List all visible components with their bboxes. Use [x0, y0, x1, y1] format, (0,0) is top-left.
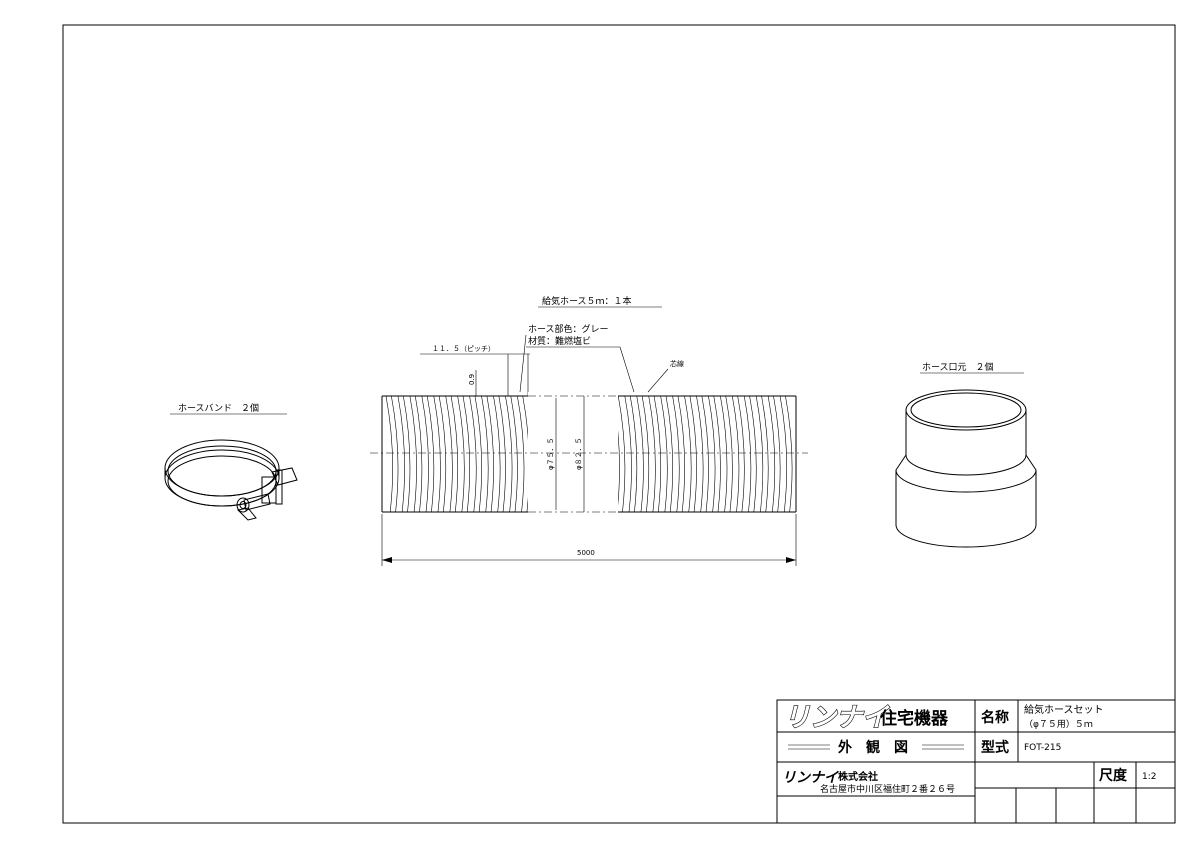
scale-value: 1:2	[1142, 772, 1156, 782]
hose-rib-edge	[510, 395, 518, 513]
hose-rib	[493, 395, 501, 513]
hose-rib	[433, 395, 441, 513]
hose-rib	[755, 395, 764, 513]
hose-rib-edge	[629, 395, 638, 513]
hose-rib-edge	[665, 395, 673, 513]
hose-rib	[457, 395, 465, 513]
hose-small-dim: 0.9	[468, 374, 476, 385]
hose-rib-edge	[725, 395, 733, 513]
hose-rib	[505, 395, 513, 513]
company-logo-small: リンナイ	[782, 770, 839, 786]
hose-core-label: 芯線	[670, 359, 684, 368]
hose-pitch-label: １１．５（ピッチ）	[432, 345, 495, 353]
hose-rib-edge	[426, 395, 435, 513]
hose-material-note: 材質：難燃塩ビ	[528, 335, 591, 347]
hose-length: 5000	[577, 549, 595, 557]
hose-outer-diameter: φ８２．５	[575, 437, 583, 470]
hose-rib-edge	[617, 395, 626, 513]
title-block: リンナイ 住宅機器 外 観 図 リンナイ 株式会社 名古屋市中川区福住町２番２６…	[776, 699, 1176, 824]
company-address: 名古屋市中川区福住町２番２６号	[820, 783, 955, 795]
hose-rib-edge	[653, 395, 662, 513]
hose-rib	[397, 395, 405, 513]
hose-rib-edge	[713, 395, 721, 513]
hose-rib-edge	[641, 395, 650, 513]
hose-mouth-drawing: ホース口元 ２個	[895, 361, 1037, 548]
hose-rib-edge	[414, 395, 423, 513]
hose-rib	[708, 395, 716, 513]
hose-rib-edge	[498, 395, 506, 513]
hose-rib-edge	[438, 395, 447, 513]
hose-rib-edge	[749, 395, 757, 513]
hose-rib	[660, 395, 668, 513]
hose-rib-edge	[761, 395, 769, 513]
hose-rib	[421, 395, 429, 513]
drawing-frame	[62, 24, 1176, 824]
name-value-line1: 給気ホースセット	[1024, 703, 1104, 716]
company-logo: リンナイ	[784, 703, 890, 733]
hose-rib-edge	[689, 395, 697, 513]
hose-rib	[624, 395, 632, 513]
hose-rib	[672, 395, 680, 513]
hose-rib-edge	[773, 395, 781, 513]
hose-rib	[720, 395, 728, 513]
hose-rib-edge	[462, 395, 470, 513]
hose-rib	[481, 395, 489, 513]
hose-inner-diameter: φ７５．５	[547, 437, 555, 470]
hose-rib-edge	[737, 395, 745, 513]
hose-rib-edge	[391, 395, 399, 513]
model-label: 型式	[981, 739, 1009, 756]
hose-rib	[409, 395, 417, 513]
hose-title: 給気ホース５ｍ：１本	[542, 295, 632, 307]
hose-rib	[517, 395, 525, 513]
hose-color-note: ホース部色：グレー	[528, 323, 609, 335]
hose-rib	[469, 395, 477, 513]
hose-band-label: ホースバンド ２個	[178, 402, 259, 414]
hose-rib	[684, 395, 692, 513]
hose-rib-edge	[486, 395, 494, 513]
model-value: FOT-215	[1024, 743, 1061, 753]
name-label: 名称	[981, 709, 1009, 726]
scale-label: 尺度	[1099, 767, 1128, 784]
name-value-line2: （φ７５用）５ｍ	[1024, 719, 1093, 730]
hose-rib	[385, 395, 393, 513]
hose-rib-edge	[450, 395, 459, 513]
hose-drawing: 給気ホース５ｍ：１本 ホース部色：グレー 材質：難燃塩ビ １１．５（ピッチ） 芯…	[370, 295, 808, 566]
hose-cutaway	[528, 392, 618, 516]
hose-rib	[731, 395, 740, 513]
hose-rib	[743, 395, 752, 513]
company-dept: 住宅機器	[880, 708, 949, 729]
hose-rib	[445, 395, 453, 513]
hose-rib-edge	[701, 395, 709, 513]
hose-rib-edge	[677, 395, 685, 513]
hose-rib-edge	[474, 395, 482, 513]
hose-mouth-label: ホース口元 ２個	[922, 361, 994, 373]
hose-rib	[636, 395, 644, 513]
hose-band-drawing: ホースバンド ２個	[164, 402, 298, 521]
hose-rib-edge	[785, 395, 793, 513]
hose-rib	[779, 395, 788, 513]
hose-rib	[648, 395, 656, 513]
hose-rib-edge	[403, 395, 411, 513]
hose-rib	[696, 395, 704, 513]
drawing-kind: 外 観 図	[838, 739, 908, 756]
band-clamp	[236, 467, 298, 521]
hose-rib	[767, 395, 776, 513]
company-suffix: 株式会社	[838, 770, 878, 783]
